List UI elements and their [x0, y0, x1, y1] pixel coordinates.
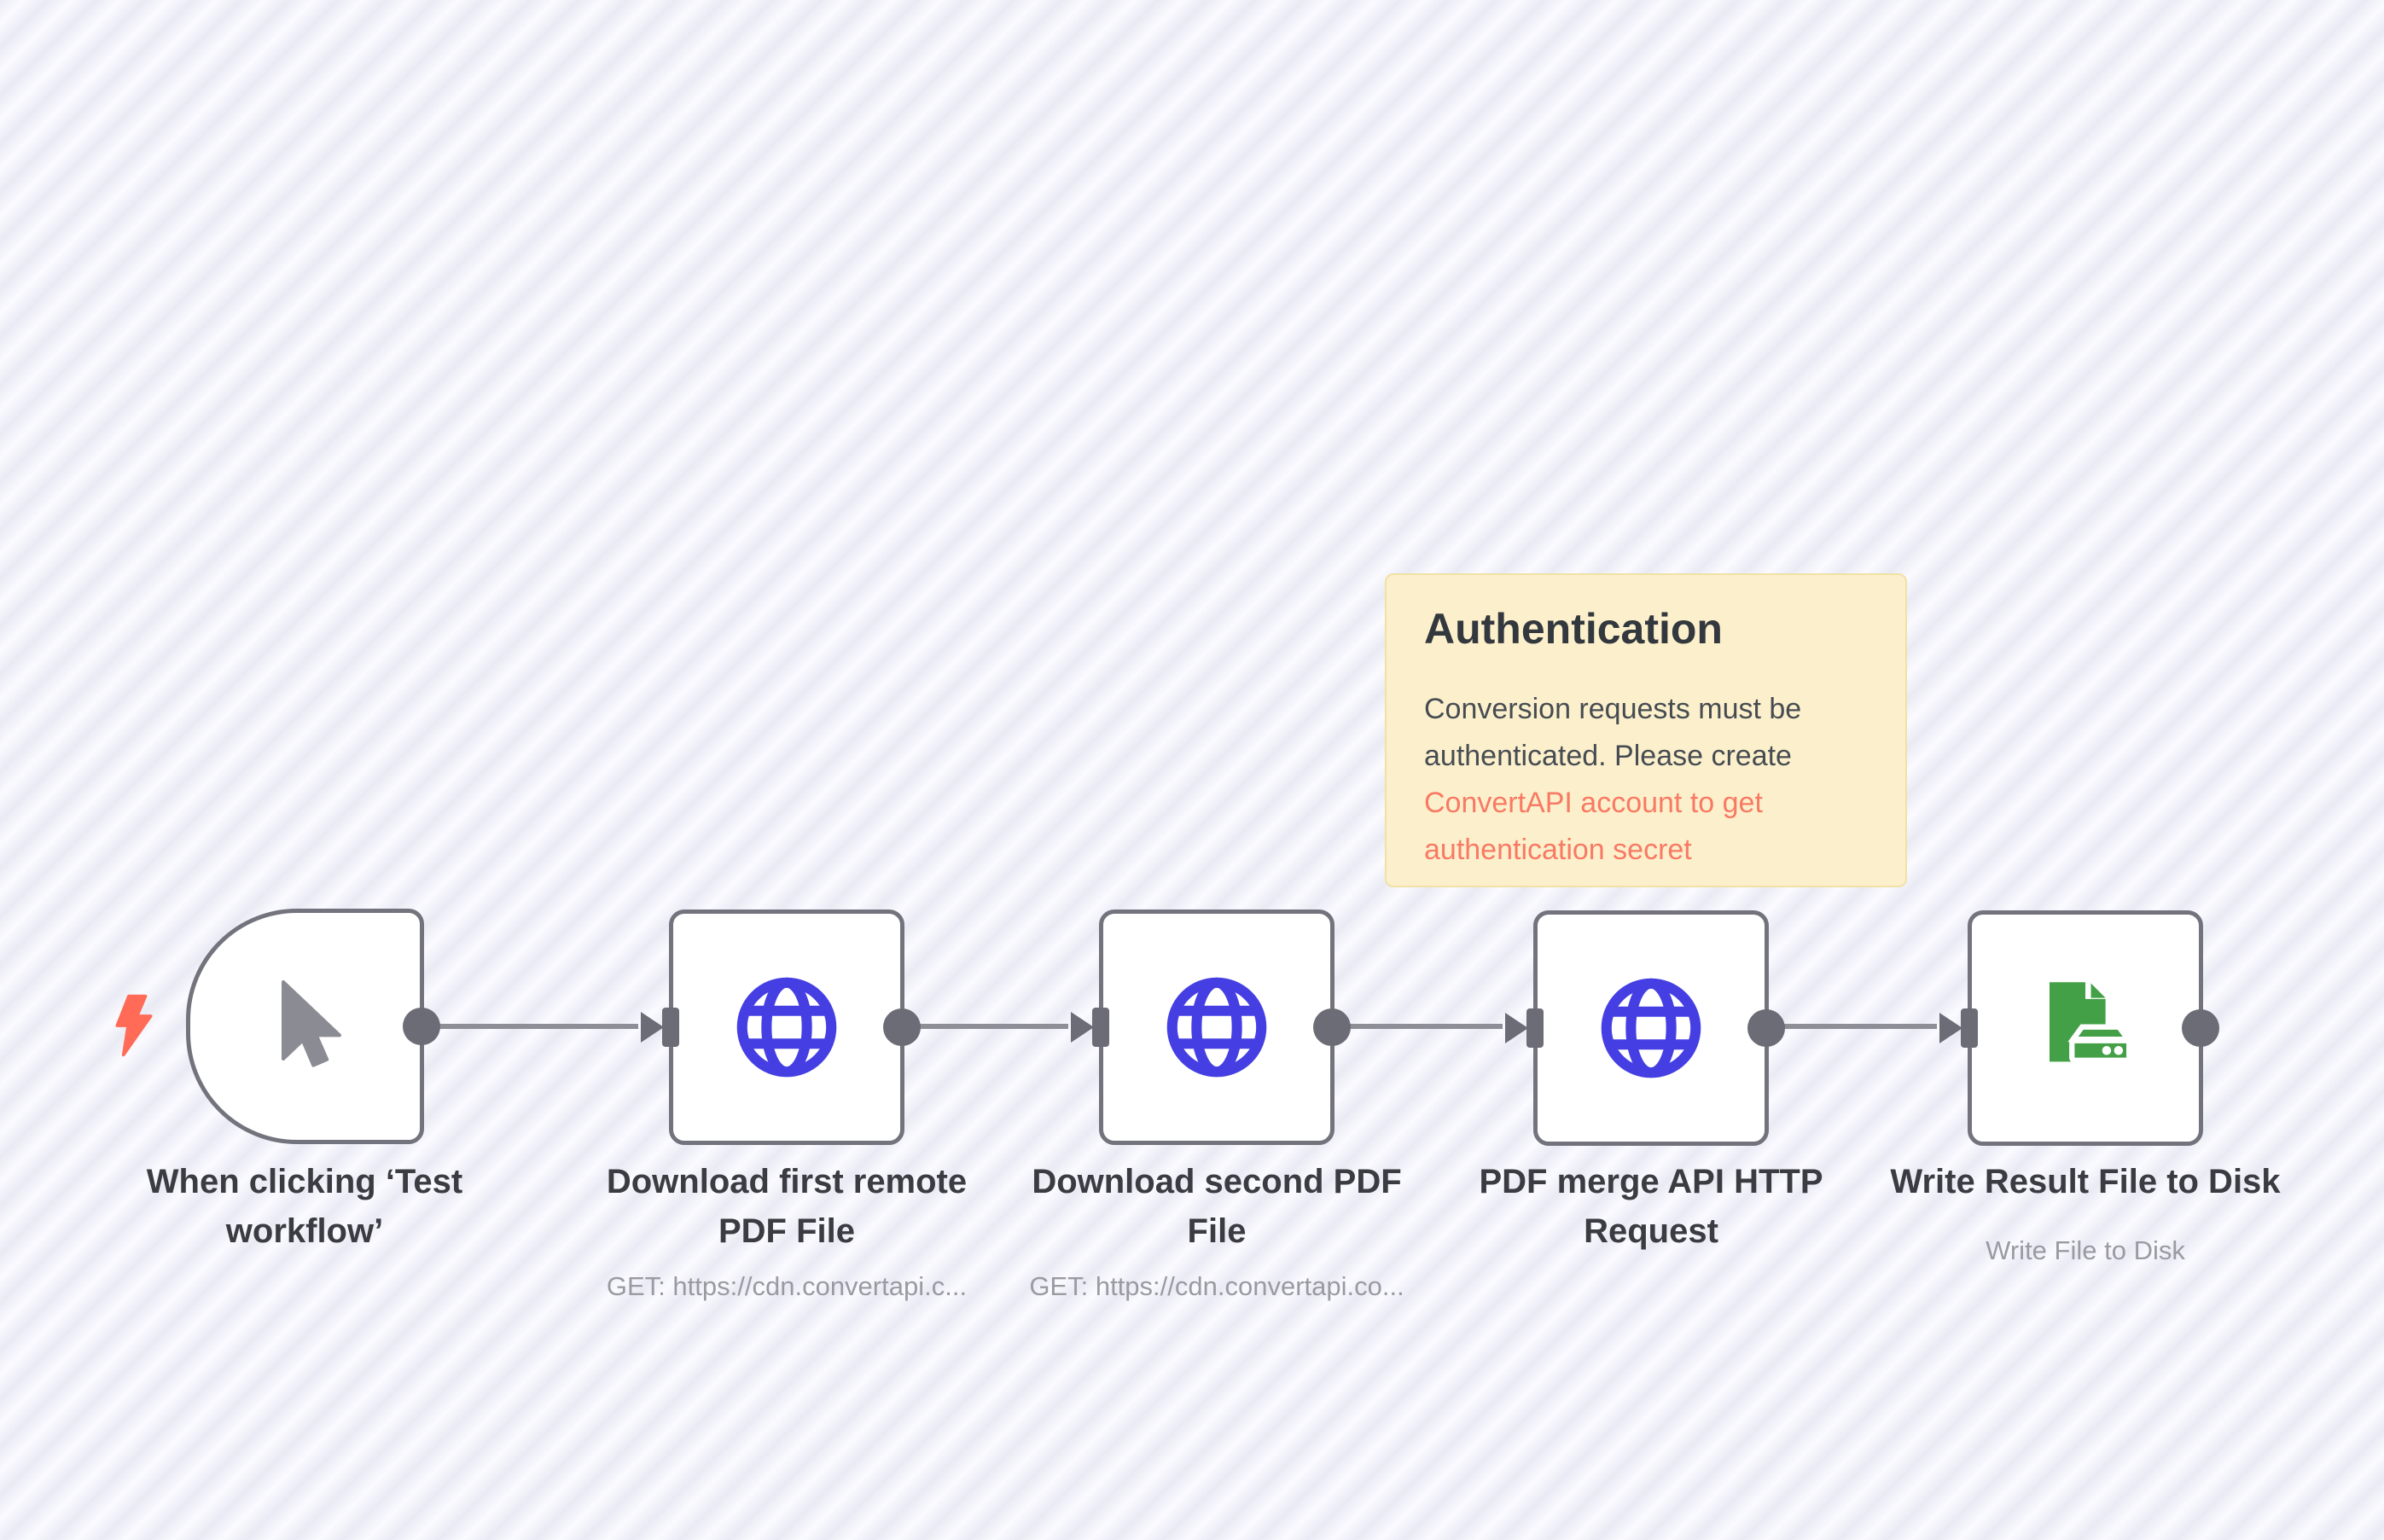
input-endpoint-arrow [1939, 1013, 1962, 1043]
connection-wire [904, 1024, 1068, 1029]
node-download-second-pdf[interactable] [1071, 909, 1351, 1145]
sticky-note[interactable]: Authentication Conversion requests must … [1385, 573, 1907, 887]
globe-icon [1166, 977, 1267, 1078]
globe-icon [736, 977, 837, 1078]
node-subtitle-download-second: GET: https://cdn.convertapi.co... [1029, 1271, 1404, 1301]
sticky-note-title: Authentication [1424, 605, 1723, 653]
input-endpoint-arrow [1071, 1012, 1094, 1043]
output-endpoint[interactable] [1313, 1008, 1351, 1046]
file-to-disk-icon [2050, 982, 2134, 1063]
node-label-download-first: Download first remote PDF File [606, 1163, 968, 1250]
sticky-note-body: Conversion requests must be authenticate… [1424, 693, 1802, 772]
input-endpoint[interactable] [1526, 1008, 1544, 1048]
node-label-download-second: Download second PDF File [1032, 1163, 1402, 1250]
output-endpoint[interactable] [403, 1008, 440, 1045]
convertapi-link[interactable]: ConvertAPI account to get authentication… [1424, 787, 1763, 866]
connection-wire [424, 1024, 638, 1029]
node-manual-trigger[interactable] [186, 909, 440, 1144]
node-label-manual-trigger: When clicking ‘Test workflow’ [146, 1163, 463, 1250]
connection-wire [1769, 1024, 1937, 1029]
output-endpoint[interactable] [2182, 1009, 2219, 1047]
input-endpoint[interactable] [1092, 1008, 1109, 1047]
globe-icon [1601, 978, 1701, 1078]
node-pdf-merge-api[interactable] [1505, 910, 1785, 1146]
input-endpoint-arrow [1505, 1013, 1528, 1043]
input-endpoint[interactable] [662, 1008, 679, 1047]
output-endpoint[interactable] [883, 1008, 921, 1046]
node-subtitle-download-first: GET: https://cdn.convertapi.c... [606, 1271, 968, 1301]
node-label-pdf-merge: PDF merge API HTTP Request [1479, 1163, 1823, 1250]
input-endpoint[interactable] [1961, 1008, 1978, 1048]
lightning-bolt-icon [115, 994, 153, 1057]
node-subtitle-write-result: Write File to Disk [1986, 1235, 2185, 1265]
node-download-first-pdf[interactable] [641, 909, 921, 1145]
node-write-result-file[interactable] [1939, 910, 2219, 1146]
input-endpoint-arrow [641, 1012, 664, 1043]
output-endpoint[interactable] [1747, 1009, 1785, 1047]
node-label-write-result: Write Result File to Disk [1890, 1163, 2281, 1200]
connection-wire [1334, 1024, 1503, 1029]
mouse-cursor-icon [281, 980, 341, 1067]
